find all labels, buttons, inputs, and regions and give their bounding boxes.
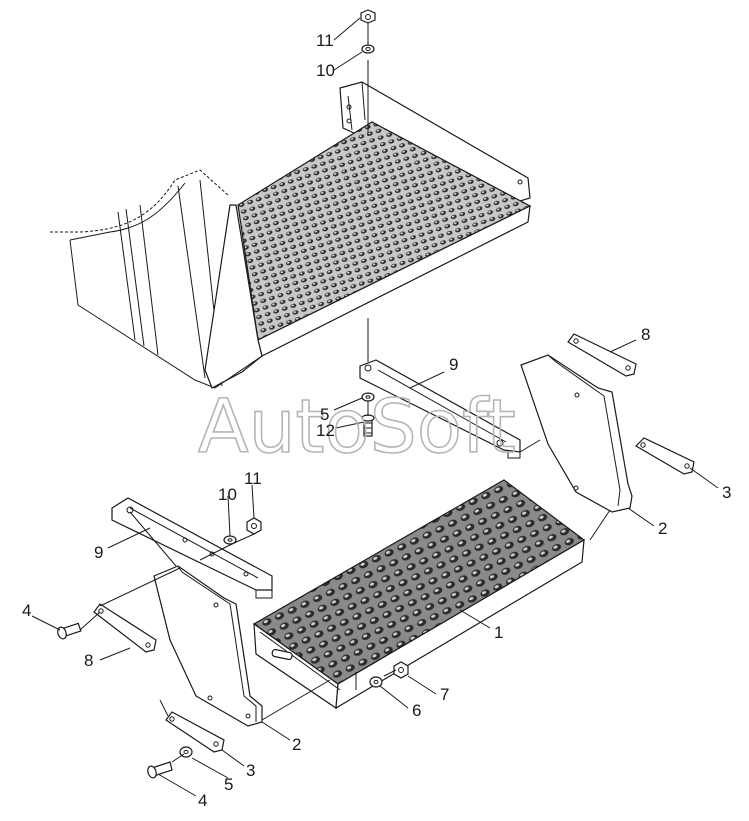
nut-11-left bbox=[246, 517, 262, 535]
callout-5-mid: 5 bbox=[320, 405, 329, 424]
callout-4-left: 4 bbox=[22, 601, 31, 620]
cab-body-outline bbox=[50, 169, 229, 389]
nut-11-top bbox=[360, 9, 376, 24]
callout-9-left: 9 bbox=[94, 543, 103, 562]
callout-7: 7 bbox=[440, 685, 449, 704]
strap-8-left bbox=[93, 603, 157, 653]
callout-6: 6 bbox=[412, 701, 421, 720]
callout-11-top: 11 bbox=[316, 31, 334, 50]
side-plate-2-left bbox=[153, 565, 263, 727]
callout-10-top: 10 bbox=[316, 61, 335, 80]
callout-3-bottom: 3 bbox=[246, 761, 255, 780]
callout-8-right: 8 bbox=[641, 325, 650, 344]
upper-step-frame bbox=[204, 60, 532, 389]
callout-leaders bbox=[31, 17, 719, 797]
callout-2-right: 2 bbox=[658, 519, 667, 538]
callout-labels: 11 10 9 5 12 8 3 2 11 10 9 4 8 1 7 6 2 3… bbox=[22, 31, 731, 810]
step-1-main bbox=[252, 479, 586, 710]
nut-7 bbox=[393, 661, 409, 679]
bolt-4-left bbox=[57, 622, 82, 640]
washer-5-mid bbox=[361, 392, 375, 402]
callout-12: 12 bbox=[316, 421, 335, 440]
callout-8-left: 8 bbox=[84, 651, 93, 670]
bolt-4-bottom bbox=[147, 761, 173, 779]
strap-3-right bbox=[635, 437, 695, 475]
strap-8-right bbox=[567, 333, 637, 377]
washer-10-left bbox=[223, 535, 237, 545]
callout-9-top: 9 bbox=[449, 355, 458, 374]
callout-5-bottom: 5 bbox=[224, 775, 233, 794]
side-plate-2-right bbox=[520, 354, 633, 513]
strap-3-bottom bbox=[165, 711, 225, 753]
washer-6 bbox=[369, 676, 383, 688]
assembly-lines bbox=[79, 439, 611, 763]
watermark: AutoSoft bbox=[198, 384, 516, 470]
callout-1: 1 bbox=[494, 623, 503, 642]
bracket-9-upper bbox=[359, 359, 521, 459]
callout-10-left: 10 bbox=[218, 485, 237, 504]
callout-4-bottom: 4 bbox=[198, 791, 207, 810]
callout-11-left: 11 bbox=[244, 469, 262, 488]
callout-3-right: 3 bbox=[722, 483, 731, 502]
callout-2-bottom: 2 bbox=[292, 735, 301, 754]
bolt-12 bbox=[361, 414, 375, 437]
bracket-9-lower bbox=[111, 497, 273, 599]
washer-10-top bbox=[361, 44, 375, 54]
